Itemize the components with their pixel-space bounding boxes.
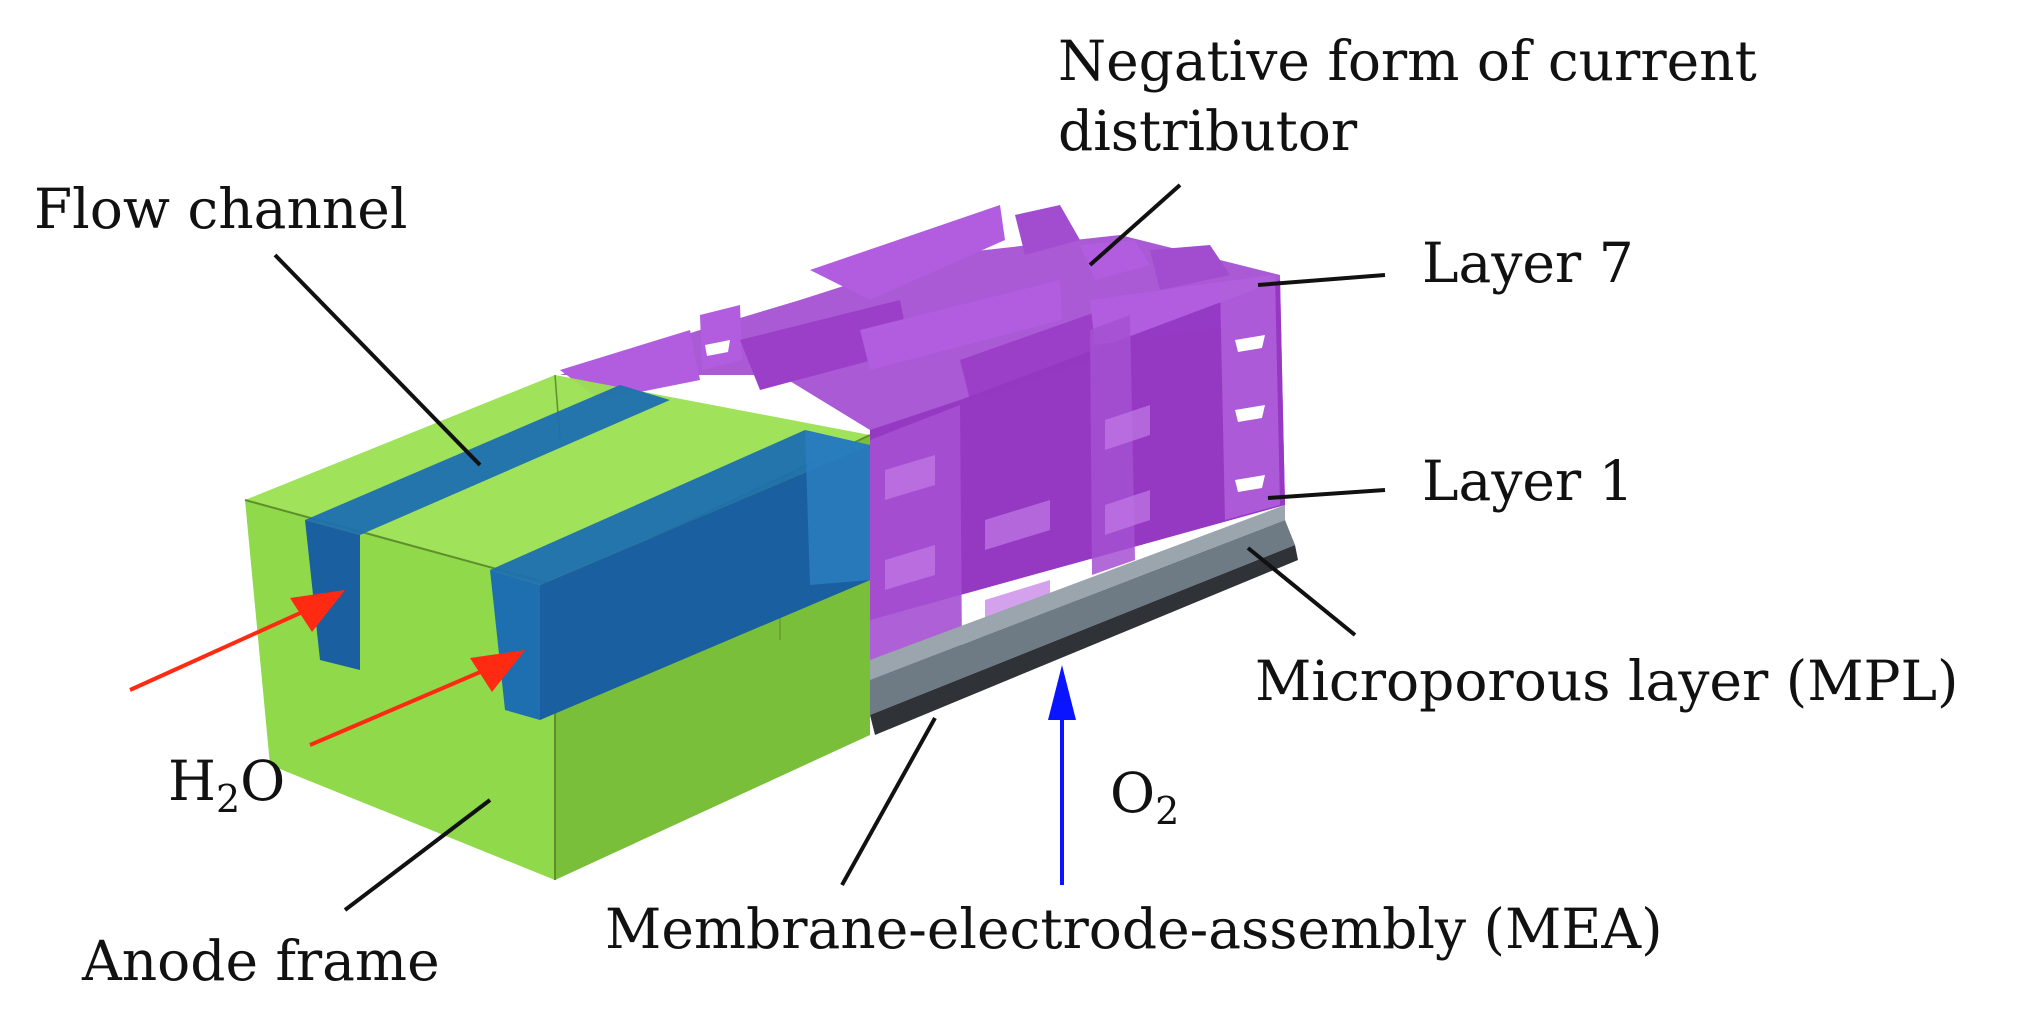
leader-mea — [840, 717, 937, 886]
label-h2o-sub: 2 — [215, 777, 241, 821]
leader-negative-form — [1088, 183, 1182, 267]
label-anode-frame: Anode frame — [82, 929, 440, 993]
leader-flow-channel — [273, 253, 482, 467]
label-flow-channel: Flow channel — [34, 177, 408, 241]
label-h2o-o: O — [240, 749, 286, 813]
label-mpl: Microporous layer (MPL) — [1255, 649, 1959, 713]
o2-arrow — [1048, 665, 1076, 885]
label-o2: O2 — [1110, 761, 1180, 834]
mea-layer — [870, 545, 1298, 735]
flow-channels — [305, 385, 870, 720]
leader-layer7 — [1257, 273, 1386, 287]
h2o-arrows — [129, 590, 525, 747]
current-distributor-body — [560, 205, 1285, 680]
label-layer1: Layer 1 — [1422, 449, 1634, 513]
label-negative-form-line1: Negative form of current — [1058, 29, 1757, 93]
leader-mpl — [1246, 546, 1357, 637]
label-mea: Membrane-electrode-assembly (MEA) — [605, 897, 1663, 961]
leader-anode-frame — [343, 798, 492, 912]
label-h2o: H2O — [168, 749, 286, 822]
leader-lines — [273, 183, 1386, 912]
h2o-arrowhead-lower — [470, 650, 525, 692]
label-o2-sub: 2 — [1155, 789, 1180, 833]
label-o2-o: O — [1110, 761, 1156, 825]
leader-layer1 — [1267, 488, 1386, 500]
label-h2o-h: H — [168, 749, 216, 813]
label-layer7: Layer 7 — [1422, 231, 1634, 295]
h2o-arrowhead-upper — [290, 590, 345, 632]
label-negative-form-line2: distributor — [1058, 99, 1358, 163]
mpl-layer — [870, 505, 1295, 715]
